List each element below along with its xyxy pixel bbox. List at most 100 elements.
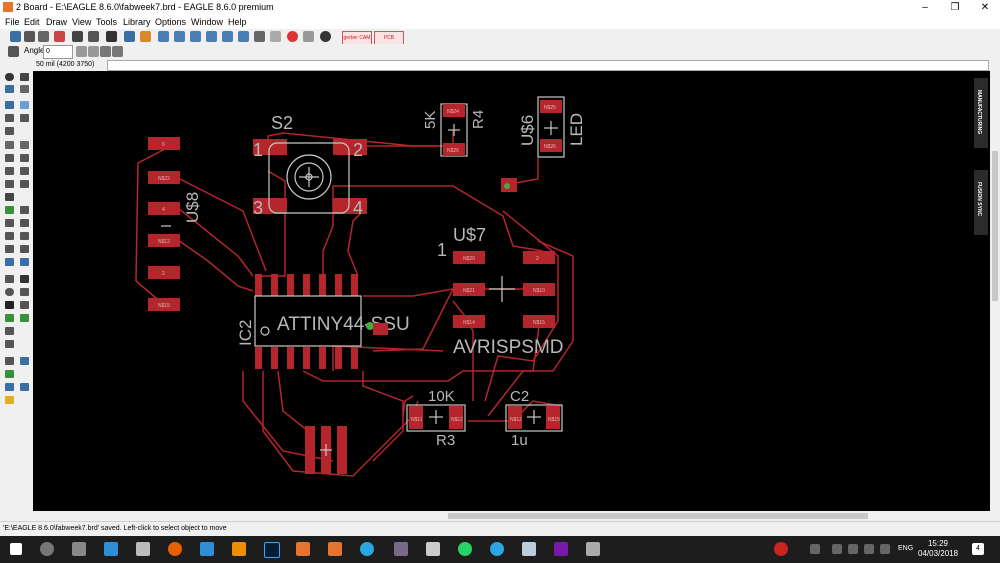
- search-icon[interactable]: [40, 542, 54, 556]
- menu-help[interactable]: Help: [228, 17, 247, 27]
- pad[interactable]: [523, 315, 555, 328]
- name-icon[interactable]: [5, 206, 14, 214]
- bottom-component[interactable]: [305, 426, 347, 474]
- notifications-icon[interactable]: 4: [972, 543, 984, 555]
- smash-icon[interactable]: [5, 180, 14, 188]
- arc-icon[interactable]: [20, 288, 29, 296]
- pad[interactable]: [148, 266, 180, 279]
- move-icon[interactable]: [20, 101, 29, 109]
- ripup-icon[interactable]: [20, 219, 29, 227]
- pin-pad[interactable]: [303, 347, 310, 369]
- menu-options[interactable]: Options: [155, 17, 187, 27]
- calculator-icon[interactable]: [426, 542, 440, 556]
- vertical-scroll-thumb[interactable]: [992, 151, 998, 301]
- warning-icon[interactable]: [5, 396, 14, 404]
- menu-tools[interactable]: Tools: [96, 17, 118, 27]
- zoom-last-icon[interactable]: [238, 31, 249, 42]
- pin-pad[interactable]: [287, 274, 294, 296]
- ulp-icon[interactable]: [124, 31, 135, 42]
- signal-icon[interactable]: [5, 245, 14, 253]
- pin-pad[interactable]: [351, 274, 358, 296]
- cam-icon[interactable]: [54, 31, 65, 42]
- u8-component[interactable]: 6 N$22 4 N$12 2 N$15 U$8: [148, 137, 202, 311]
- info-icon[interactable]: [5, 73, 14, 81]
- vertical-scrollbar[interactable]: [990, 71, 1000, 511]
- attribute-icon[interactable]: [20, 314, 29, 322]
- zoom-select-icon[interactable]: [222, 31, 233, 42]
- help-icon[interactable]: [320, 31, 331, 42]
- fusion-icon[interactable]: [296, 542, 310, 556]
- people-icon[interactable]: [810, 544, 820, 554]
- value-icon[interactable]: [20, 206, 29, 214]
- menu-edit[interactable]: Edit: [24, 17, 40, 27]
- pad[interactable]: [443, 104, 465, 117]
- pad[interactable]: [453, 315, 485, 328]
- pad[interactable]: [523, 251, 555, 264]
- pad[interactable]: [409, 406, 423, 429]
- autorouter-icon[interactable]: [5, 258, 14, 266]
- optimize-icon[interactable]: [20, 180, 29, 188]
- menu-library[interactable]: Library: [123, 17, 151, 27]
- pinswap-icon[interactable]: [5, 357, 14, 365]
- rotate-option-icon[interactable]: [88, 46, 99, 57]
- pad[interactable]: [449, 406, 463, 429]
- zoom-out-icon[interactable]: [190, 31, 201, 42]
- pin-pad[interactable]: [303, 274, 310, 296]
- pad[interactable]: [337, 426, 347, 474]
- onenote-icon[interactable]: [554, 542, 568, 556]
- gateswap-icon[interactable]: [20, 357, 29, 365]
- mirror-tool-icon[interactable]: [5, 114, 14, 122]
- stop-icon[interactable]: [287, 31, 298, 42]
- open-icon[interactable]: [10, 31, 21, 42]
- s2-switch[interactable]: S2 1 2 3 4: [253, 113, 367, 218]
- pad[interactable]: [333, 198, 367, 214]
- meander-icon[interactable]: [5, 232, 14, 240]
- pad[interactable]: [508, 406, 522, 429]
- route-icon[interactable]: [5, 219, 14, 227]
- via-pad[interactable]: [373, 323, 388, 335]
- clock[interactable]: 15:29 04/03/2018: [918, 539, 958, 559]
- gerber-cam-button[interactable]: gerber CAM: [342, 31, 372, 45]
- board-canvas[interactable]: 6 N$22 4 N$12 2 N$15 U$8 S2 1 2 3 4: [33, 71, 990, 511]
- r4-resistor[interactable]: 5K N$24 N$26 R4: [422, 103, 487, 157]
- board-switch-icon[interactable]: [72, 31, 83, 42]
- copy-icon[interactable]: [5, 141, 14, 149]
- app-icon[interactable]: [522, 542, 536, 556]
- replace-icon[interactable]: [5, 370, 14, 378]
- language-indicator[interactable]: ENG: [898, 545, 914, 552]
- angle-select[interactable]: 0: [43, 45, 73, 59]
- change-icon[interactable]: [20, 154, 29, 162]
- pin-pad[interactable]: [287, 347, 294, 369]
- task-view-icon[interactable]: [72, 542, 86, 556]
- pad[interactable]: [540, 139, 562, 152]
- keyboard-icon[interactable]: [880, 544, 890, 554]
- delete-icon[interactable]: [5, 154, 14, 162]
- lock-icon[interactable]: [5, 193, 14, 201]
- pin-pad[interactable]: [319, 274, 326, 296]
- display-layers-icon[interactable]: [5, 85, 14, 93]
- horizontal-scroll-thumb[interactable]: [448, 513, 868, 519]
- r3-resistor[interactable]: 10K N$11 N$12 R3: [406, 388, 466, 449]
- ic2-attiny44[interactable]: ATTINY44-SSU IC2: [236, 274, 410, 369]
- print-icon[interactable]: [38, 31, 49, 42]
- add-icon[interactable]: [5, 383, 14, 391]
- command-input[interactable]: [107, 60, 989, 71]
- undo-icon[interactable]: [254, 31, 265, 42]
- network-icon[interactable]: [848, 544, 858, 554]
- whatsapp-icon[interactable]: [458, 542, 472, 556]
- snap-option-icon[interactable]: [100, 46, 111, 57]
- pad[interactable]: [453, 283, 485, 296]
- pad[interactable]: [546, 406, 560, 429]
- pin-pad[interactable]: [255, 274, 262, 296]
- script-icon[interactable]: [106, 31, 117, 42]
- paste-icon[interactable]: [20, 141, 29, 149]
- layer-option-icon[interactable]: [112, 46, 123, 57]
- menu-draw[interactable]: Draw: [46, 17, 68, 27]
- design-link-icon[interactable]: [140, 31, 151, 42]
- start-icon[interactable]: [10, 543, 22, 555]
- pad[interactable]: [148, 202, 180, 215]
- grid-icon[interactable]: [8, 46, 19, 57]
- c-app-icon[interactable]: [360, 542, 374, 556]
- pad[interactable]: [453, 251, 485, 264]
- pin-pad[interactable]: [271, 347, 278, 369]
